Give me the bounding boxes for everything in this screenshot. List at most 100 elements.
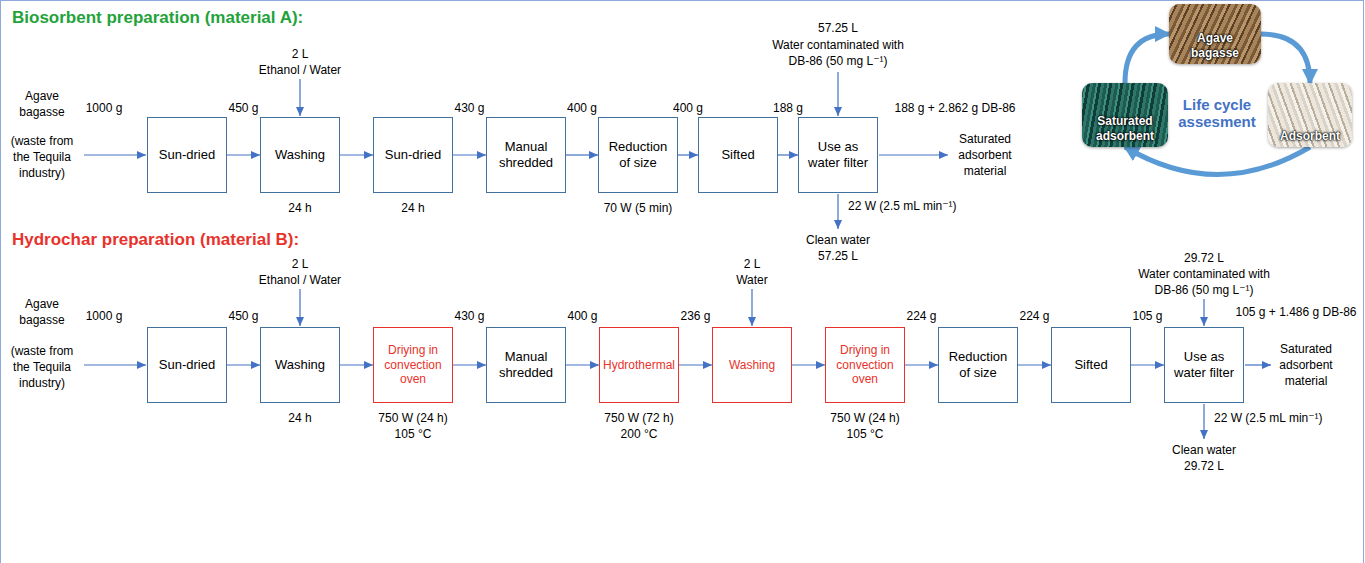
photo-tile: Saturated adsorbent	[1082, 83, 1168, 147]
volume-label: 29.72 L	[1184, 250, 1224, 266]
mass-label: 236 g	[680, 308, 710, 324]
mass-label: 400 g	[567, 308, 597, 324]
flow-arrow	[905, 364, 938, 365]
flow-arrow	[566, 154, 598, 155]
input-label: Water contaminated with	[1138, 266, 1270, 282]
volume-label: 2 L	[744, 256, 761, 272]
mass-label: 224 g	[1019, 308, 1049, 324]
process-box: Washing	[260, 327, 340, 403]
source-label: Agave bagasse	[19, 88, 64, 120]
power-label: 750 W (72 h)	[604, 410, 673, 426]
power-label: 70 W (5 min)	[604, 200, 673, 216]
flow-arrow	[340, 364, 373, 365]
node-text: Manual shredded	[490, 349, 562, 380]
mass-label: 450 g	[228, 308, 258, 324]
source-note: (waste from the Tequila industry)	[4, 343, 80, 391]
mass-label: 188 g + 2.862 g DB-86	[894, 100, 1015, 116]
section-title: Biosorbent preparation (material A):	[12, 8, 303, 28]
flow-arrow	[227, 154, 260, 155]
node-text: Washing	[264, 357, 336, 373]
flow-arrow	[679, 364, 712, 365]
input-label: Water contaminated with	[772, 37, 904, 53]
process-box: Sifted	[698, 117, 778, 193]
output-label: Clean water	[806, 232, 870, 248]
mass-label: 430 g	[454, 308, 484, 324]
cycle-arrow	[1125, 147, 1310, 175]
output-arrow	[837, 194, 838, 229]
time-label: 24 h	[288, 410, 311, 426]
flow-arrow	[227, 364, 260, 365]
photo-tile: Adsorbent	[1268, 83, 1352, 147]
output-arrow	[879, 154, 948, 155]
power-label: 22 W (2.5 mL min⁻¹)	[1214, 410, 1323, 426]
highlighted-process-box: Hydrothermal	[599, 327, 679, 403]
cycle-arrow	[1261, 34, 1310, 83]
source-note: (waste from the Tequila industry)	[4, 133, 80, 181]
mass-label: 1000 g	[86, 308, 123, 324]
mass-label: 105 g	[1132, 308, 1162, 324]
node-text: Sun-dried	[151, 147, 223, 163]
mass-label: 1000 g	[86, 100, 123, 116]
process-box: Sun-dried	[373, 117, 453, 193]
temperature-label: 105 °C	[847, 426, 884, 442]
node-text: Reduction of size	[942, 349, 1014, 380]
process-box: Sifted	[1051, 327, 1131, 403]
mass-label: 400 g	[567, 100, 597, 116]
node-text: Agave bagasse	[1172, 31, 1258, 60]
flow-arrow	[792, 364, 825, 365]
node-text: Sifted	[1055, 357, 1127, 373]
input-arrow	[84, 154, 146, 155]
highlighted-process-box: Washing	[712, 327, 792, 403]
flow-arrow	[1131, 364, 1164, 365]
temperature-label: 105 °C	[395, 426, 432, 442]
process-box: Manual shredded	[486, 327, 566, 403]
time-label: 24 h	[401, 200, 424, 216]
node-text: Manual shredded	[490, 139, 562, 170]
output-label: Saturated adsorbent material	[958, 131, 1011, 179]
input-label: Ethanol / Water	[259, 272, 341, 288]
source-label: Agave bagasse	[19, 296, 64, 328]
volume-label: 2 L	[292, 256, 309, 272]
process-box: Sun-dried	[147, 327, 227, 403]
input-arrow	[299, 79, 300, 116]
photo-tile: Agave bagasse	[1169, 4, 1261, 64]
input-label: DB-86 (50 mg L⁻¹)	[1154, 282, 1253, 298]
power-label: 22 W (2.5 mL min⁻¹)	[848, 198, 957, 214]
mass-label: 430 g	[454, 100, 484, 116]
node-text: Adsorbent	[1271, 129, 1349, 143]
node-text: Saturated adsorbent	[1085, 114, 1165, 143]
node-text: Sifted	[702, 147, 774, 163]
volume-label: 57.25 L	[818, 248, 858, 264]
output-arrow	[1245, 364, 1271, 365]
volume-label: 29.72 L	[1184, 458, 1224, 474]
input-arrow	[84, 364, 146, 365]
mass-label: 224 g	[906, 308, 936, 324]
input-label: Water	[736, 272, 768, 288]
mass-label: 450 g	[228, 100, 258, 116]
cycle-title: Life cycle assesment	[1170, 96, 1264, 130]
flow-arrow	[566, 364, 599, 365]
temperature-label: 200 °C	[621, 426, 658, 442]
cycle-arrow	[1125, 34, 1169, 83]
node-text: Sun-dried	[151, 357, 223, 373]
input-arrow	[837, 72, 838, 116]
node-text: Driying in convection oven	[377, 343, 449, 386]
mass-label: 188 g	[773, 100, 803, 116]
input-arrow	[1203, 299, 1204, 326]
node-text: Driying in convection oven	[829, 343, 901, 386]
section-title: Hydrochar preparation (material B):	[12, 230, 299, 250]
process-box: Reduction of size	[598, 117, 678, 193]
highlighted-process-box: Driying in convection oven	[825, 327, 905, 403]
process-box: Reduction of size	[938, 327, 1018, 403]
flow-arrow	[778, 154, 798, 155]
node-text: Reduction of size	[602, 139, 674, 170]
mass-label: 105 g + 1.486 g DB-86	[1235, 304, 1356, 320]
power-label: 750 W (24 h)	[830, 410, 899, 426]
node-text: Sun-dried	[377, 147, 449, 163]
process-box: Washing	[260, 117, 340, 193]
flow-arrow	[453, 154, 486, 155]
highlighted-process-box: Driying in convection oven	[373, 327, 453, 403]
